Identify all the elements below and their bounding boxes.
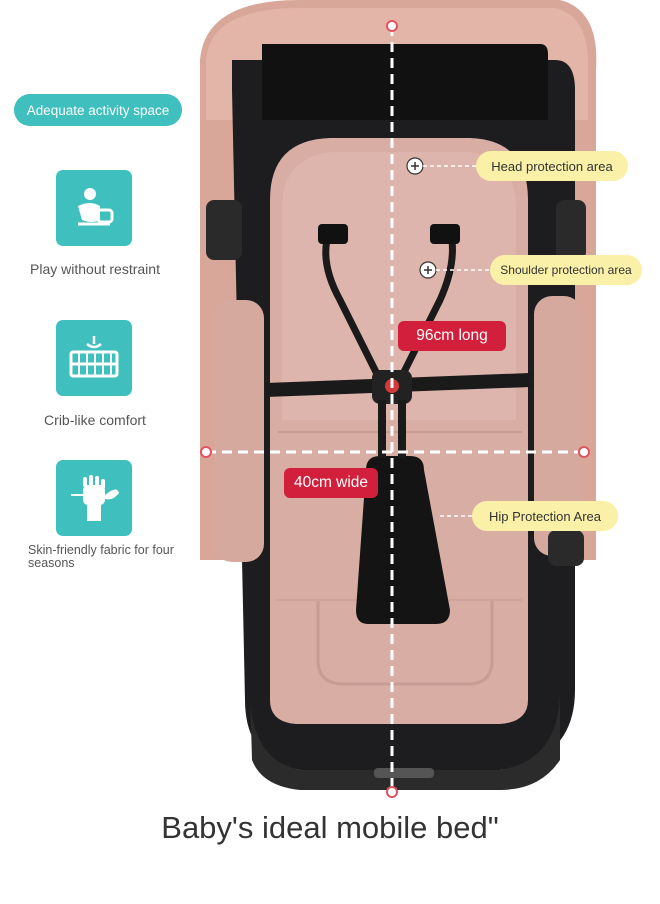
hand-holding-leaf-icon [71, 475, 119, 521]
feature-icon-play [56, 170, 132, 246]
product-caption: Baby's ideal mobile bed" [161, 810, 499, 845]
hip-protection-callout: Hip Protection Area [472, 501, 618, 531]
baby-playing-icon [78, 188, 114, 226]
length-dimension-tag: 96cm long [398, 321, 506, 351]
shoulder-protection-callout: Shoulder protection area [490, 255, 642, 285]
activity-space-pill: Adequate activity space [14, 94, 182, 126]
feature-label-fabric: Skin-friendly fabric for four seasons [28, 543, 174, 570]
crib-icon [69, 336, 119, 378]
feature-label-crib: Crib-like comfort [44, 412, 146, 428]
feature-label-play: Play without restraint [30, 261, 160, 277]
feature-icon-crib [56, 320, 132, 396]
width-dimension-tag: 40cm wide [284, 468, 378, 498]
feature-icon-fabric [56, 460, 132, 536]
head-protection-callout: Head protection area [476, 151, 628, 181]
